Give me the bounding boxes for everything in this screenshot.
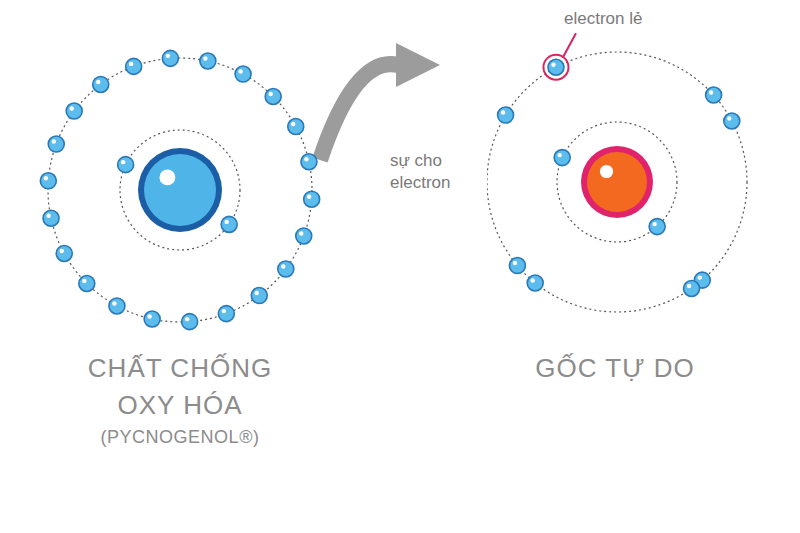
electron: [48, 136, 64, 152]
electron-highlight: [82, 279, 86, 283]
outer-shell: [487, 52, 747, 312]
electron: [296, 228, 312, 244]
electron-highlight: [129, 62, 133, 66]
electron-highlight: [203, 56, 207, 60]
leader-line: [563, 33, 576, 57]
electron-highlight: [52, 139, 56, 143]
donation-arrow: [320, 43, 440, 160]
electron: [265, 89, 281, 105]
nucleus: [587, 152, 647, 212]
inner-shell: [557, 122, 677, 242]
electron-highlight: [44, 176, 48, 180]
electron: [182, 314, 198, 330]
electron-highlight: [513, 261, 517, 265]
electron-highlight: [709, 90, 713, 94]
electron-highlight: [70, 106, 74, 110]
caption-group: CHẤT CHỐNG OXY HÓA(PYCNOGENOL®): [40, 350, 320, 450]
electron: [509, 258, 525, 274]
atom-node: GỐC TỰ DO: [440, 50, 790, 470]
electron-highlight: [291, 122, 295, 126]
electron: [200, 53, 216, 69]
arrow-head: [396, 43, 440, 87]
electron: [684, 280, 700, 296]
nucleus-highlight: [600, 165, 613, 178]
electron: [235, 66, 251, 82]
electron: [218, 306, 234, 322]
electron-highlight: [185, 317, 189, 321]
electron-highlight: [304, 157, 308, 161]
electron-highlight: [530, 278, 534, 282]
electron: [56, 245, 72, 261]
electron-highlight: [727, 116, 731, 120]
atom-illustration: [440, 50, 790, 470]
electron: [724, 113, 740, 129]
electron: [144, 311, 160, 327]
electron: [498, 107, 514, 123]
electron: [649, 219, 665, 235]
arrow-shaft: [320, 64, 398, 160]
nucleus-ring: [138, 148, 222, 232]
edge-label: sự cho electron: [388, 150, 487, 194]
electron: [301, 154, 317, 170]
electron-highlight: [299, 231, 303, 235]
electron: [304, 191, 320, 207]
electron: [109, 298, 125, 314]
electron-highlight: [268, 92, 272, 96]
electron: [126, 58, 142, 74]
atom-node: CHẤT CHỐNG OXY HÓA(PYCNOGENOL®): [40, 50, 320, 470]
electron: [43, 210, 59, 226]
electron-highlight: [255, 291, 259, 295]
electron: [706, 87, 722, 103]
electron: [527, 275, 543, 291]
electron-highlight: [96, 80, 100, 84]
electron: [66, 103, 82, 119]
electron-highlight: [46, 214, 50, 218]
nucleus: [144, 154, 216, 226]
electron-highlight: [121, 160, 125, 164]
electron-highlight: [112, 301, 116, 305]
caption-group: GỐC TỰ DO: [440, 350, 790, 387]
electron-highlight: [224, 220, 228, 224]
inner-shell: [120, 130, 240, 250]
electron-highlight: [147, 314, 151, 318]
electron-highlight: [307, 195, 311, 199]
electron-highlight: [281, 264, 285, 268]
electron-highlight: [238, 69, 242, 73]
electron-label: electron lẻ: [562, 8, 644, 30]
electron: [554, 150, 570, 166]
electron-highlight: [551, 63, 555, 67]
electron: [93, 76, 109, 92]
electron-highlight: [166, 54, 170, 58]
electron-highlight: [557, 153, 561, 157]
electron-highlight: [698, 275, 702, 279]
atom-caption: CHẤT CHỐNG OXY HÓA: [75, 350, 285, 424]
electron-highlight: [501, 110, 505, 114]
electron: [79, 275, 95, 291]
electron: [278, 261, 294, 277]
electron: [118, 157, 134, 173]
electron: [162, 50, 178, 66]
nucleus-ring: [581, 146, 653, 218]
nucleus-highlight: [159, 169, 175, 185]
atom-caption: GỐC TỰ DO: [510, 350, 720, 387]
highlight-circle: [543, 55, 568, 80]
electron-highlight: [222, 309, 226, 313]
electron-highlight: [60, 249, 64, 253]
electron-highlight: [652, 222, 656, 226]
atom-caption: (PYCNOGENOL®): [75, 424, 285, 450]
outer-shell: [48, 58, 312, 322]
electron: [40, 173, 56, 189]
electron-highlight: [687, 284, 691, 288]
electron: [221, 216, 237, 232]
electron: [548, 59, 564, 75]
electron: [288, 119, 304, 135]
electron: [251, 288, 267, 304]
